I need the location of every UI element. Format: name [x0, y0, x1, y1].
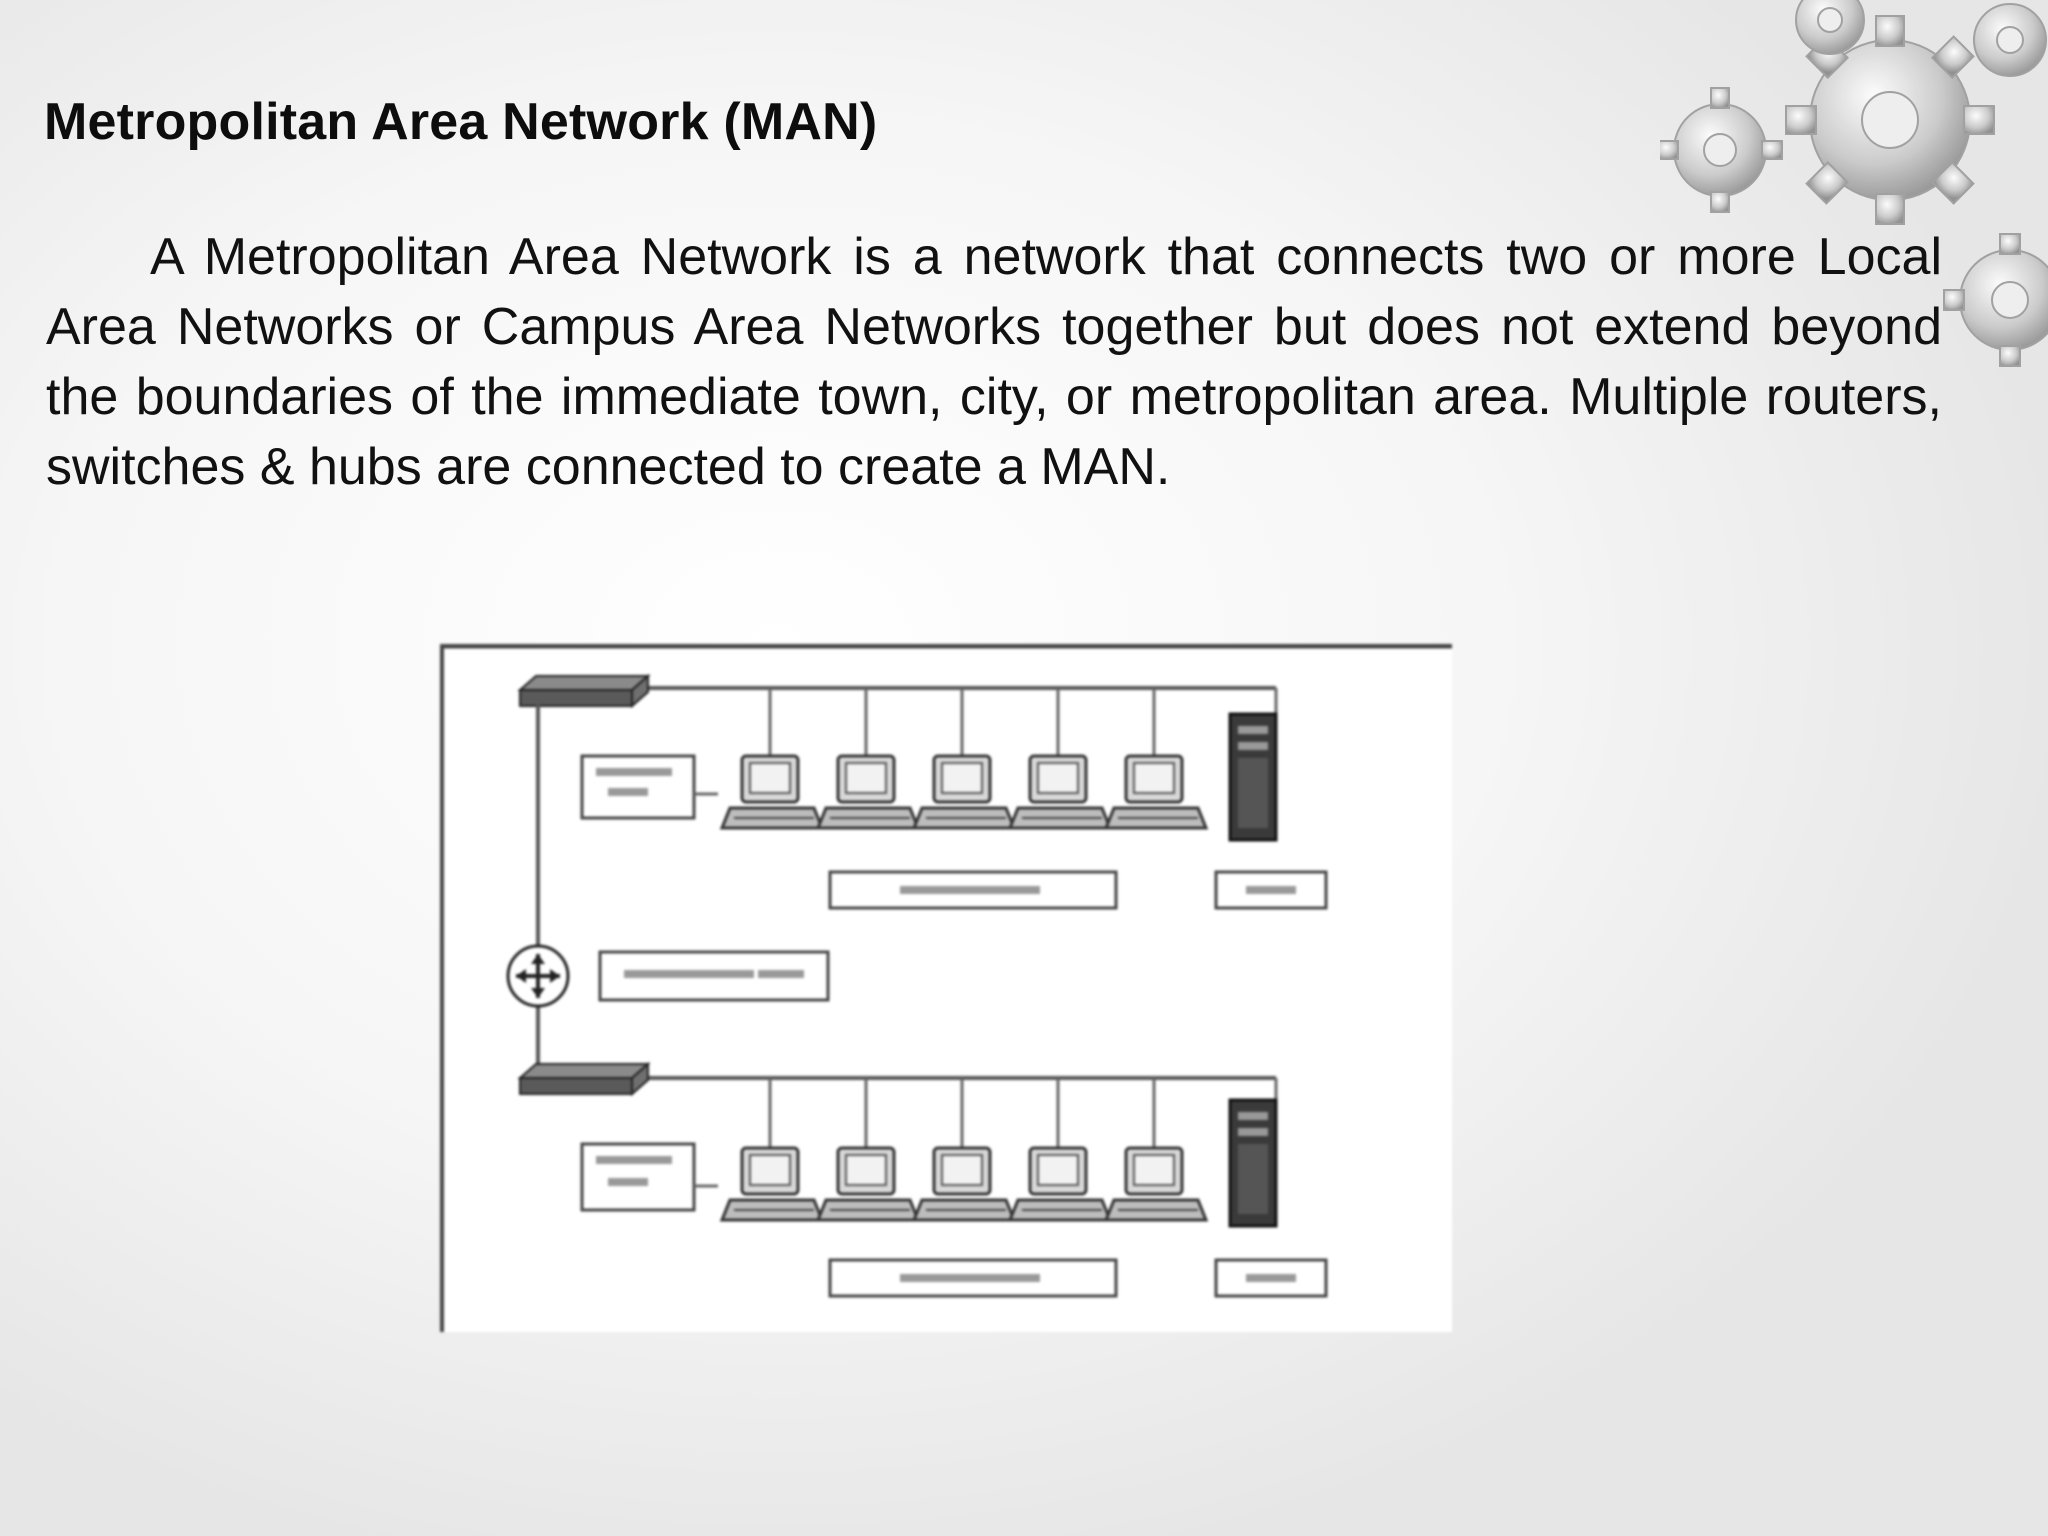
hub-icon: [519, 675, 649, 707]
server-icon: [1228, 712, 1278, 842]
workstation-icon: [912, 754, 1016, 830]
workstation-icon: [1008, 754, 1112, 830]
gears-decoration-icon: [1660, 0, 2048, 367]
workstation-icon: [1104, 1146, 1208, 1222]
workstation-icon: [816, 1146, 920, 1222]
slide-title: Metropolitan Area Network (MAN): [44, 93, 878, 151]
slide-body-text: A Metropolitan Area Network is a network…: [46, 228, 1942, 496]
workstation-icon: [1104, 754, 1208, 830]
router-icon: [506, 944, 570, 1008]
man-network-diagram: [440, 644, 1452, 1332]
lan-1: [519, 675, 1328, 910]
server-icon: [1228, 1098, 1278, 1228]
workstation-icon: [1008, 1146, 1112, 1222]
hub-icon: [519, 1063, 649, 1095]
diagram-svg: [440, 644, 1452, 1332]
lan-2: [519, 1063, 1328, 1298]
workstation-icon: [720, 1146, 824, 1222]
workstation-icon: [912, 1146, 1016, 1222]
workstation-icon: [816, 754, 920, 830]
workstation-icon: [720, 754, 824, 830]
